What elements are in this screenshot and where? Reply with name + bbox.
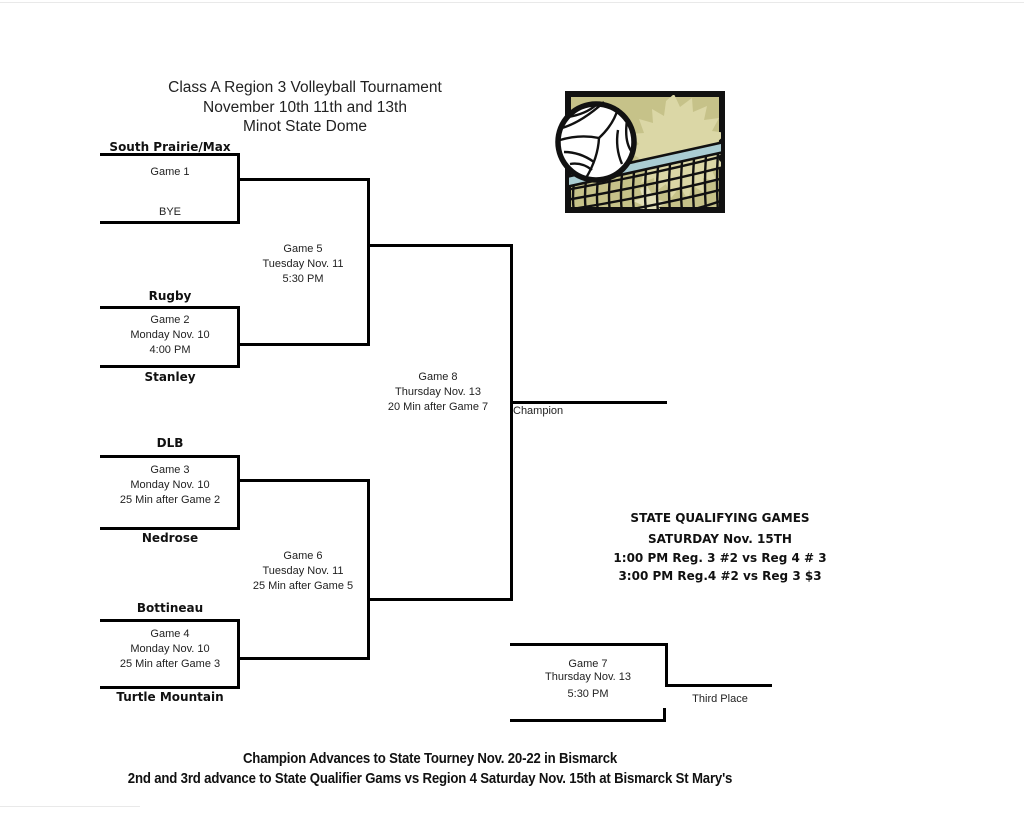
- game-time: 25 Min after Game 2: [119, 494, 221, 506]
- state-qualifying-game-1: 1:00 PM Reg. 3 #2 vs Reg 4 # 3: [613, 551, 827, 565]
- game-time: 5:30 PM: [567, 688, 609, 700]
- bracket-line: [237, 619, 240, 689]
- bracket-line: [237, 657, 370, 660]
- game-6-info: Game 6 Tuesday Nov. 11 25 Min after Game…: [228, 549, 378, 594]
- bracket-line: [100, 527, 240, 530]
- bracket-line: [367, 479, 370, 660]
- third-place-label: Third Place: [692, 693, 748, 705]
- game-name: Game 1: [150, 166, 190, 178]
- bracket-line: [100, 455, 240, 458]
- game-name: Game 2: [150, 314, 190, 326]
- volleyball-clipart: [555, 91, 725, 213]
- game-date: Thursday Nov. 13: [544, 671, 631, 683]
- game-name: Game 7: [568, 658, 608, 670]
- page-bottom-edge: [0, 806, 140, 807]
- third-place-line: [665, 684, 772, 687]
- bracket-line: [100, 365, 240, 368]
- game-1-info: Game 1: [95, 165, 245, 180]
- bracket-line: [237, 479, 370, 482]
- bracket-line: [367, 598, 513, 601]
- bracket-line: [237, 306, 240, 368]
- game-name: Game 5: [283, 243, 323, 255]
- game-date: Tuesday Nov. 11: [262, 565, 344, 577]
- volleyball-icon: [555, 101, 637, 183]
- game-time: 5:30 PM: [282, 273, 324, 285]
- bracket-line: [237, 455, 240, 530]
- bracket-line: [100, 153, 240, 156]
- bracket-line: [510, 643, 668, 646]
- game-date: Monday Nov. 10: [130, 643, 210, 655]
- bye-slot-label: BYE: [158, 206, 181, 218]
- bracket-line: [510, 244, 513, 601]
- bracket-line: [100, 686, 240, 689]
- game-date: Tuesday Nov. 11: [262, 258, 344, 270]
- bracket-line: [100, 221, 240, 224]
- title-line-2: November 10th 11th and 13th: [203, 98, 407, 116]
- bracket-line: [510, 719, 666, 722]
- team-label-south-prairie-max: South Prairie/Max: [109, 140, 231, 154]
- game-date: Thursday Nov. 13: [394, 386, 481, 398]
- bracket-line: [237, 153, 240, 224]
- game-4-info: Game 4 Monday Nov. 10 25 Min after Game …: [95, 627, 245, 672]
- team-label-dlb: DLB: [156, 436, 184, 450]
- bracket-line: [663, 708, 666, 719]
- game-name: Game 4: [150, 628, 190, 640]
- footer-line-2: 2nd and 3rd advance to State Qualifier G…: [127, 769, 733, 787]
- game-date: Monday Nov. 10: [130, 479, 210, 491]
- champion-line: [510, 401, 667, 404]
- game-8-info: Game 8 Thursday Nov. 13 20 Min after Gam…: [363, 370, 513, 415]
- state-qualifying-game-2: 3:00 PM Reg.4 #2 vs Reg 3 $3: [618, 569, 822, 583]
- champion-label: Champion: [513, 405, 564, 417]
- bracket-line: [665, 643, 668, 687]
- team-label-stanley: Stanley: [144, 370, 196, 384]
- game-7-info: Game 7 Thursday Nov. 13 5:30 PM: [513, 658, 663, 701]
- bracket-line: [100, 306, 240, 309]
- footer-notes: Champion Advances to State Tourney Nov. …: [74, 749, 787, 788]
- bracket-line: [100, 619, 240, 622]
- bracket-line: [237, 178, 370, 181]
- state-qualifying-heading: STATE QUALIFYING GAMES: [630, 511, 810, 525]
- game-time: 25 Min after Game 3: [119, 658, 221, 670]
- game-time: 25 Min after Game 5: [252, 580, 354, 592]
- title-line-3: Minot State Dome: [242, 118, 368, 135]
- footer-line-1: Champion Advances to State Tourney Nov. …: [242, 750, 618, 767]
- page-title: Class A Region 3 Volleyball Tournament N…: [105, 78, 505, 137]
- game-name: Game 3: [150, 464, 190, 476]
- game-3-info: Game 3 Monday Nov. 10 25 Min after Game …: [95, 463, 245, 508]
- game-name: Game 6: [283, 550, 323, 562]
- bracket-line: [237, 343, 370, 346]
- team-label-nedrose: Nedrose: [141, 531, 199, 545]
- game-name: Game 8: [418, 371, 458, 383]
- team-label-bottineau: Bottineau: [136, 601, 204, 615]
- game-5-info: Game 5 Tuesday Nov. 11 5:30 PM: [228, 242, 378, 287]
- bracket-line: [367, 244, 513, 247]
- title-line-1: Class A Region 3 Volleyball Tournament: [168, 79, 442, 96]
- bracket-line: [367, 178, 370, 346]
- game-2-info: Game 2 Monday Nov. 10 4:00 PM: [95, 313, 245, 358]
- state-qualifying-subheading: SATURDAY Nov. 15TH: [648, 532, 792, 546]
- team-label-rugby: Rugby: [148, 289, 192, 303]
- game-date: Monday Nov. 10: [130, 329, 210, 341]
- team-label-turtle-mountain: Turtle Mountain: [116, 690, 224, 704]
- game-time: 4:00 PM: [149, 344, 191, 356]
- game-time: 20 Min after Game 7: [387, 401, 489, 413]
- page-top-edge: [0, 2, 1024, 3]
